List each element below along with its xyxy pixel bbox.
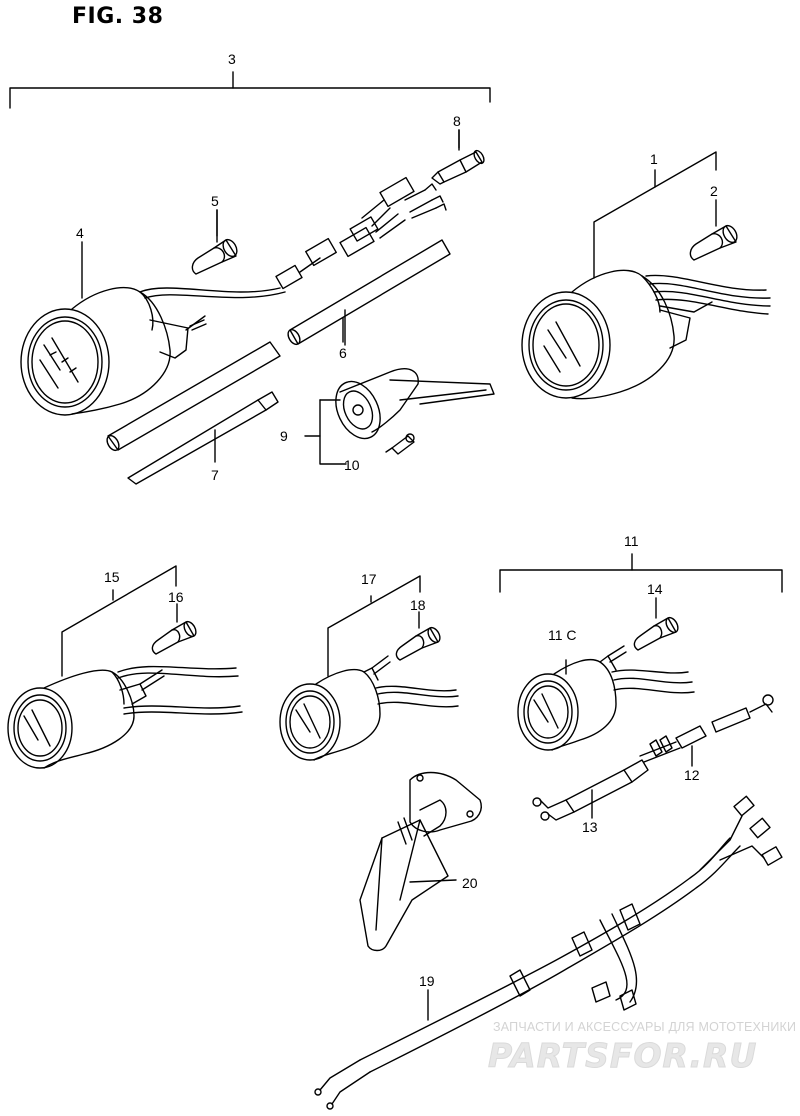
callout-14: 14	[647, 581, 663, 597]
callout-12: 12	[684, 767, 700, 783]
gauge-11c	[517, 645, 695, 751]
gauge-4	[20, 287, 286, 416]
harness-19	[314, 795, 783, 1110]
bulb-16	[151, 603, 197, 655]
callout-15: 15	[104, 569, 120, 585]
bulb-5	[191, 209, 238, 275]
callout-16: 16	[168, 589, 184, 605]
callout-17: 17	[361, 571, 377, 587]
harness-12	[639, 694, 774, 767]
tube	[106, 341, 281, 452]
callout-11c: 11 C	[548, 627, 577, 643]
callout-11: 11	[624, 533, 639, 549]
bracket-3	[9, 71, 491, 109]
callout-2: 2	[710, 183, 718, 199]
callout-19: 19	[419, 973, 435, 989]
callout-7: 7	[211, 467, 219, 483]
figure-title: FIG. 38	[72, 4, 164, 29]
bracket-11	[499, 553, 783, 593]
callout-9: 9	[280, 428, 288, 444]
trim-switch-20	[359, 771, 482, 952]
lever-switch-9	[304, 368, 495, 465]
callout-5: 5	[211, 193, 219, 209]
callout-10: 10	[344, 457, 360, 473]
screw-10	[385, 433, 415, 455]
callout-1: 1	[650, 151, 658, 167]
callout-13: 13	[582, 819, 598, 835]
gauge-1	[521, 269, 771, 400]
callout-3: 3	[228, 51, 236, 67]
callout-6: 6	[339, 345, 347, 361]
sleeve-6	[287, 239, 451, 346]
gauge-15	[7, 665, 243, 769]
harness-gauge-4	[275, 176, 447, 290]
cable-tie-7	[127, 391, 279, 485]
bulb-18	[395, 611, 441, 661]
leader-lines	[81, 129, 460, 343]
watermark-logo: PARTSFOR.RU	[487, 1036, 758, 1076]
callout-4: 4	[76, 225, 84, 241]
watermark-tagline: ЗАПЧАСТИ И АКСЕССУАРЫ ДЛЯ МОТОТЕХНИКИ	[493, 1020, 797, 1034]
callout-20: 20	[462, 875, 478, 891]
callout-8: 8	[453, 113, 461, 129]
bracket-17	[327, 575, 421, 677]
bulb-14	[633, 597, 679, 651]
callouts: 3 4 5 8 6 7 9 10 1 2 15 16 17 18 11 11 C…	[76, 51, 718, 989]
bulb-2	[689, 199, 738, 261]
callout-18: 18	[410, 597, 426, 613]
bracket-15	[61, 565, 177, 677]
gauge-17	[279, 655, 459, 761]
harness-13	[532, 759, 649, 821]
bracket-1	[593, 151, 717, 279]
